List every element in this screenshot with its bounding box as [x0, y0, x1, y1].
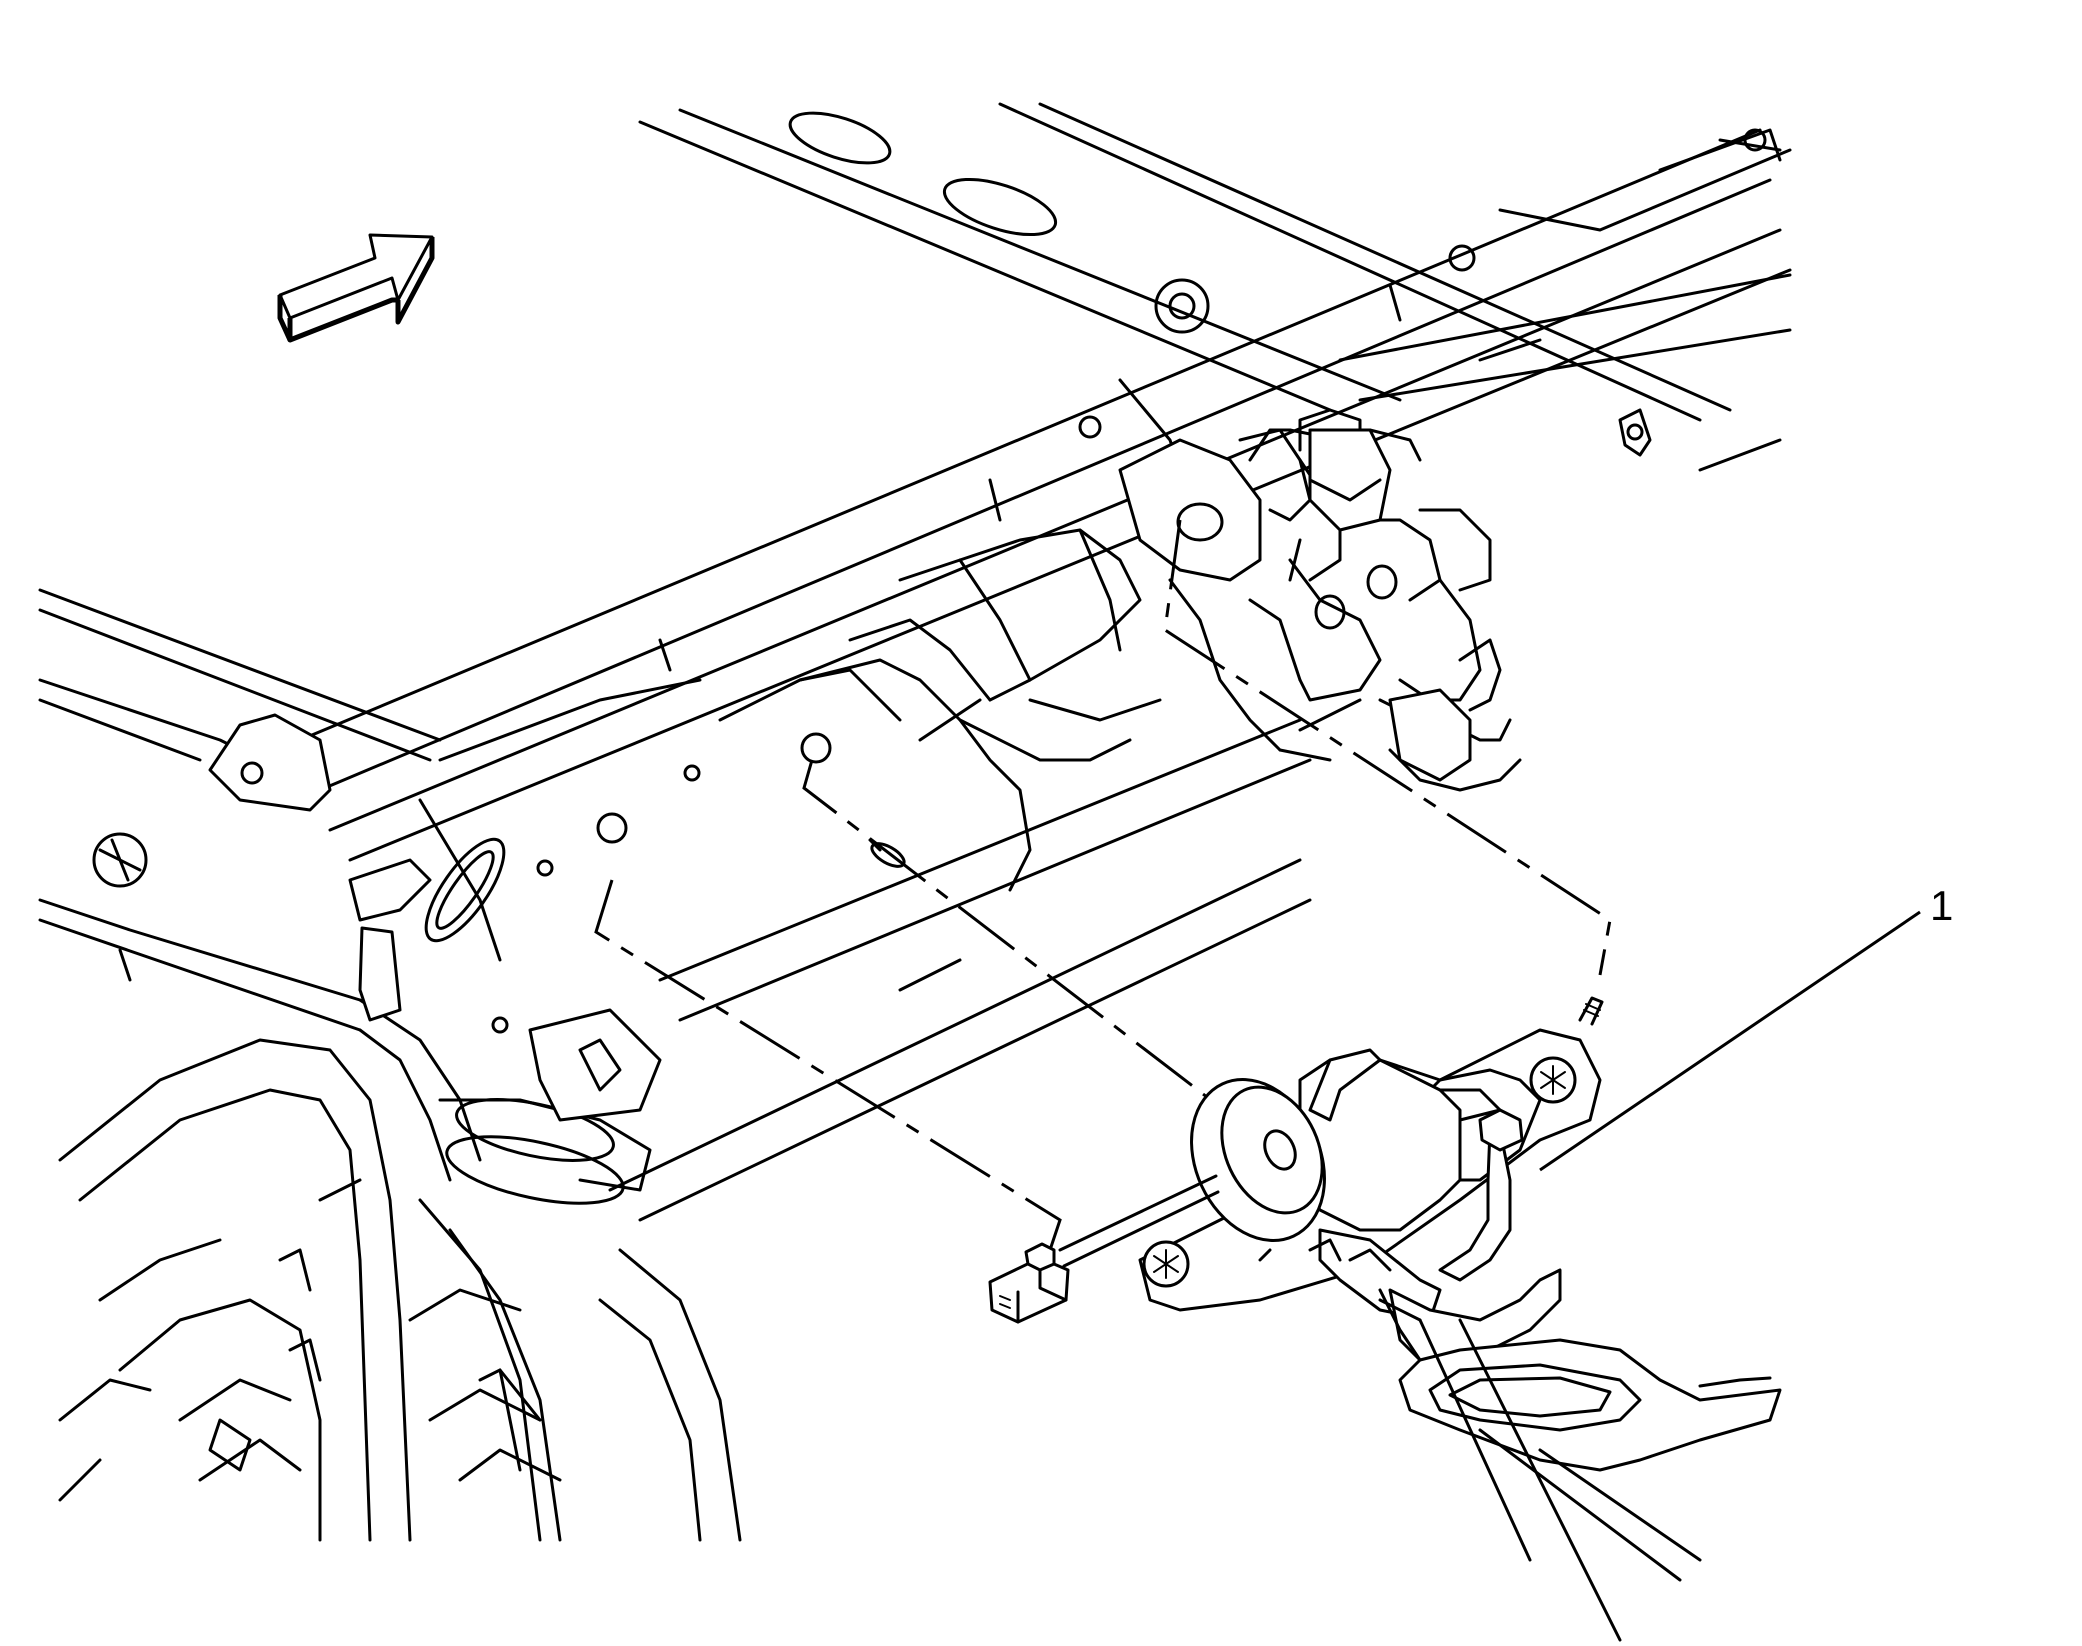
left-roof-rail — [38, 588, 442, 1032]
callout-1-leader — [1539, 910, 1921, 1172]
rear-body-structure — [118, 678, 1312, 1222]
bolt-icon — [1529, 1056, 1577, 1104]
lower-right-trim — [1378, 1288, 1782, 1642]
roof-panel — [638, 102, 1782, 439]
lower-quarter-panel — [58, 1038, 742, 1542]
center-bracket — [491, 528, 1162, 1034]
direction-arrow-icon — [277, 233, 435, 343]
sensor-assembly — [988, 996, 1604, 1362]
roof-detail-marks — [1478, 338, 1782, 472]
bolt-icon — [1142, 1240, 1190, 1288]
callout-1-label: 1 — [1930, 882, 1953, 929]
roof-cross-bow — [298, 128, 1792, 862]
sensor-mounting-bracket — [1118, 408, 1522, 792]
connector-icon — [988, 1242, 1070, 1324]
